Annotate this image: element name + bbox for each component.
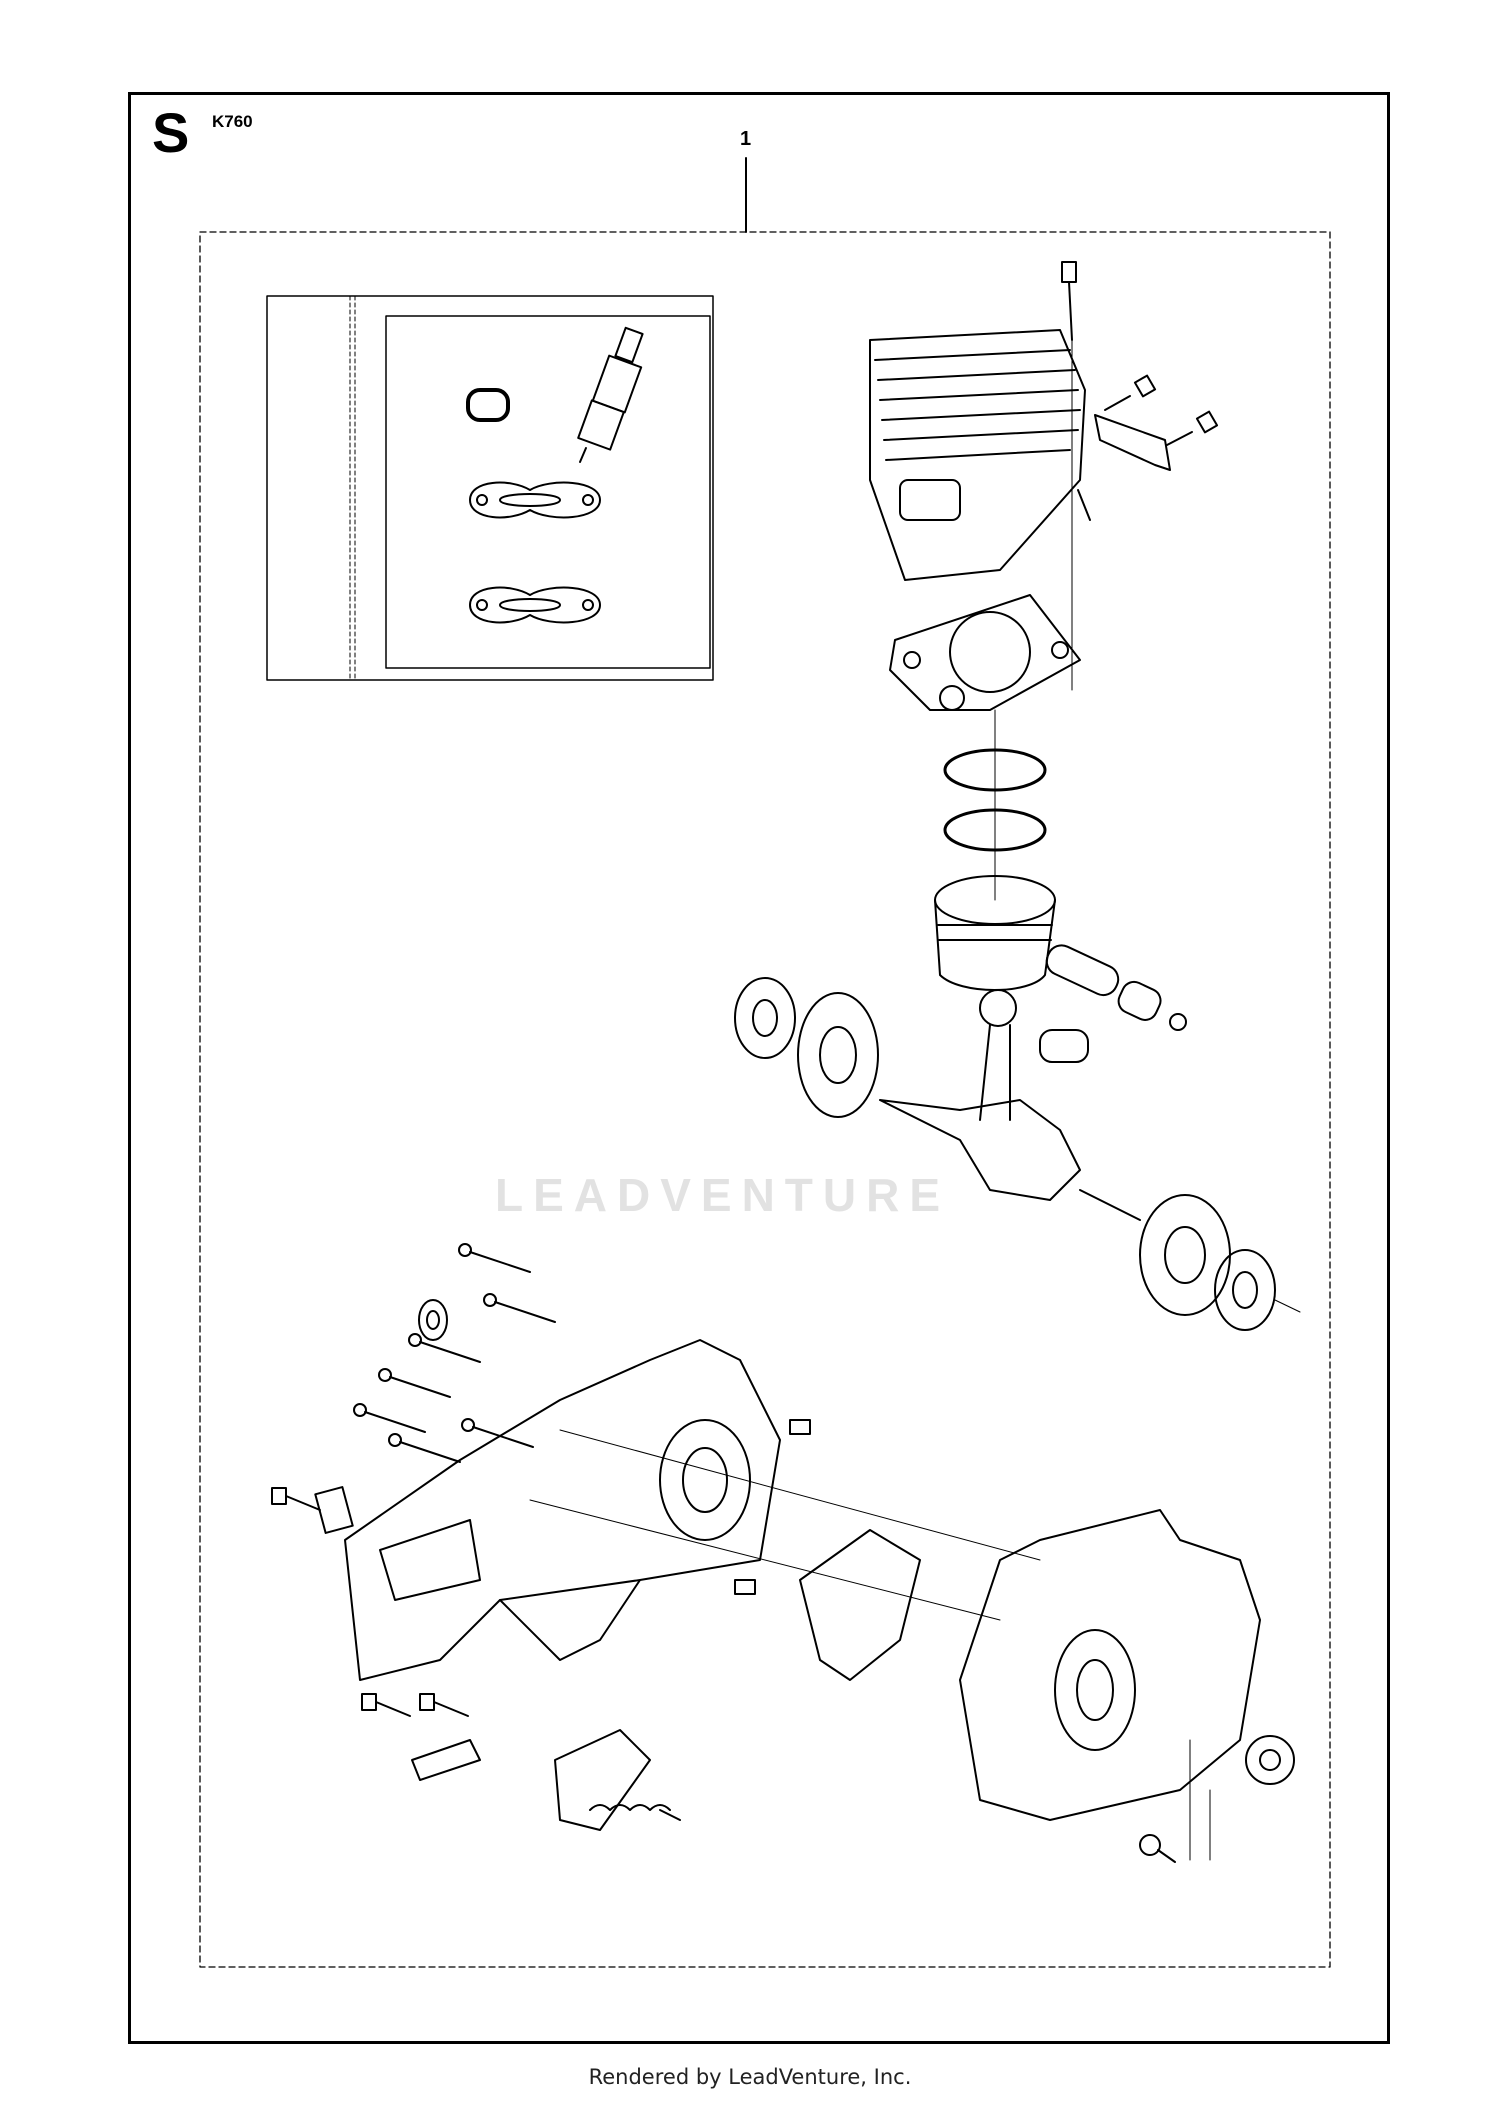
kit-boundary <box>199 231 1331 1968</box>
dowel-pin-icon <box>789 1419 811 1435</box>
bolt-icon <box>1104 374 1157 411</box>
o-ring-icon <box>466 388 510 422</box>
spring-icon <box>554 1729 681 1831</box>
bracket-icon <box>314 1486 354 1534</box>
crankcase-gasket-icon <box>799 1529 921 1681</box>
bolt-icon <box>388 1433 461 1463</box>
footer-credit: Rendered by LeadVenture, Inc. <box>588 2065 912 2089</box>
diagram-frame <box>128 92 1390 2044</box>
model-code: K760 <box>212 112 253 131</box>
bolt-icon <box>1166 410 1219 446</box>
bracket-icon <box>411 1739 481 1781</box>
spark-plug-icon <box>577 326 644 463</box>
crankcase-icon <box>344 1339 781 1681</box>
bolt-icon <box>458 1243 531 1273</box>
section-letter: S <box>152 101 190 164</box>
cylinder-gasket-icon <box>889 594 1081 711</box>
bolt-icon <box>1139 1834 1176 1863</box>
dowel-pin-icon <box>734 1579 756 1595</box>
seal-icon <box>418 1299 448 1341</box>
reference-number: 1 <box>740 128 752 150</box>
bolt-icon <box>1061 261 1077 691</box>
bolt-icon <box>378 1368 451 1398</box>
watermark-text: LEADVENTURE <box>495 1169 951 1221</box>
bolt-icon <box>483 1293 556 1323</box>
gasket-kit-box <box>266 295 714 681</box>
bolt-icon <box>408 1333 481 1363</box>
muffler-gasket-icon <box>469 481 601 519</box>
cylinder-icon <box>869 329 1091 581</box>
bolt-icon <box>271 1487 321 1511</box>
crankcase-icon <box>959 1509 1295 1821</box>
bolt-icon <box>461 1418 534 1448</box>
bolt-icon <box>361 1693 411 1717</box>
crankshaft-icon <box>734 977 1301 1331</box>
piston-icon <box>934 875 1187 1031</box>
bracket-icon <box>1094 414 1171 471</box>
bolt-icon <box>353 1403 426 1433</box>
bolt-icon <box>419 1693 469 1717</box>
muffler-gasket-icon <box>469 586 601 624</box>
